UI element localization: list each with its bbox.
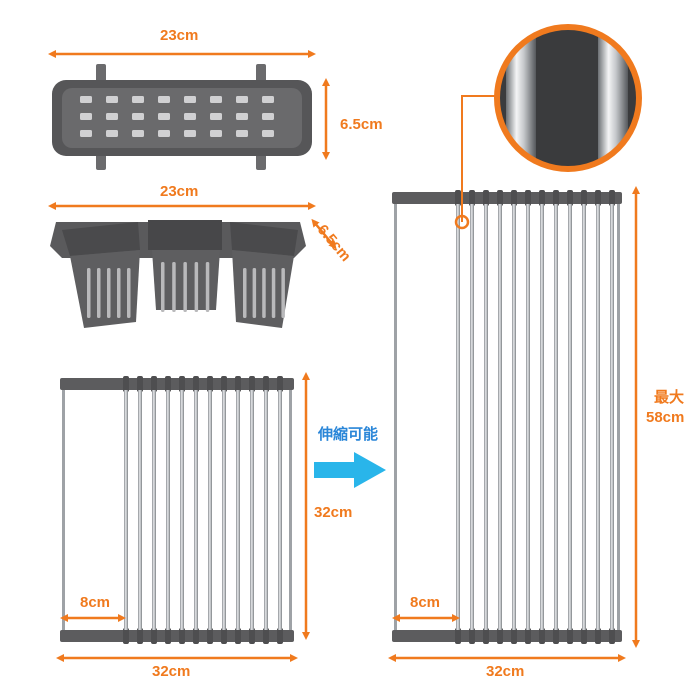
- caddy-width-label: 23cm: [160, 183, 199, 200]
- max-length-label: 58cm: [646, 409, 685, 426]
- extend-arrow-icon: [314, 452, 386, 488]
- caddy-depth-arrow: [311, 218, 337, 250]
- sponge-tray-image: [52, 64, 312, 170]
- length-label-left: 32cm: [314, 504, 353, 521]
- roll-up-rack-compact: [60, 376, 294, 644]
- max-label: 最大: [654, 389, 685, 406]
- width-label-right: 32cm: [486, 663, 525, 680]
- gap-label-right: 8cm: [410, 594, 441, 611]
- rod-zoom-callout: [454, 24, 642, 230]
- gap-label-left: 8cm: [80, 594, 111, 611]
- width-label-left: 32cm: [152, 663, 191, 680]
- utensil-caddy-image: [50, 220, 306, 328]
- roll-up-rack-extended: [392, 190, 622, 644]
- extendable-label: 伸縮可能: [318, 426, 379, 443]
- tray-width-label: 23cm: [160, 27, 199, 44]
- tray-depth-label: 6.5cm: [340, 116, 383, 133]
